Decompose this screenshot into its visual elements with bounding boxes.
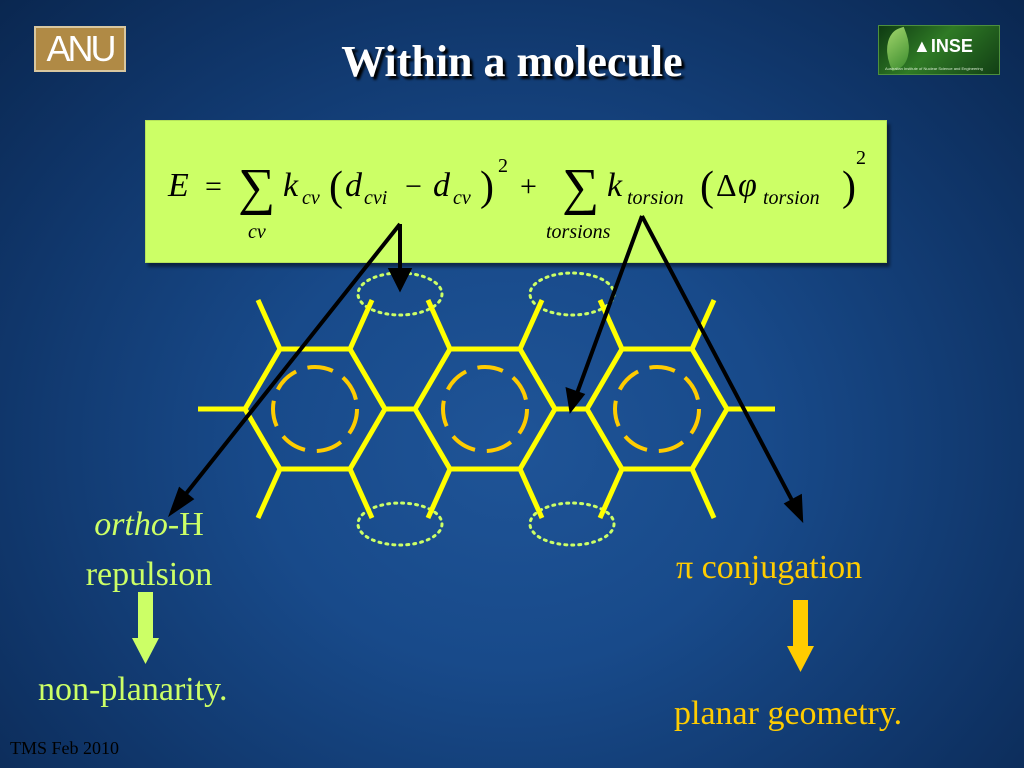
slide-title: Within a molecule xyxy=(341,37,683,86)
h-ellipse xyxy=(356,271,444,317)
eq-sum-cv: ∑ xyxy=(238,159,275,216)
non-planarity-label: non-planarity. xyxy=(38,671,228,708)
aromatic-circle xyxy=(441,365,529,453)
bond-h xyxy=(689,467,717,520)
bond-h xyxy=(597,298,625,351)
bond-h xyxy=(347,467,375,520)
h-ellipse xyxy=(356,501,444,547)
bond-h xyxy=(347,298,375,351)
eq-minus: − xyxy=(405,170,422,203)
orange-arrow-head xyxy=(787,646,814,672)
ainse-tagline: Australian Institute of Nuclear Science … xyxy=(885,66,983,71)
bond-h xyxy=(255,298,283,351)
eq-open-paren-2: ( xyxy=(700,164,714,210)
pointer-arrows xyxy=(167,215,804,524)
orange-arrow-shaft xyxy=(793,600,808,646)
equation: E = ∑ cv k cv ( d cvi − d cv ) 2 + ∑ tor… xyxy=(167,147,866,243)
aromatic-rings xyxy=(271,365,701,453)
eq-k-torsion-sub: torsion xyxy=(627,187,684,209)
aromatic-circle xyxy=(271,365,359,453)
ainse-logo: ▲INSE Australian Institute of Nuclear Sc… xyxy=(878,25,1000,75)
eq-phi-sub: torsion xyxy=(763,187,820,209)
consequence-arrows xyxy=(132,592,814,672)
eq-exponent-1: 2 xyxy=(498,155,508,177)
eq-sum-torsions: ∑ xyxy=(562,159,599,216)
eq-d-cv-sub: cv xyxy=(453,187,471,209)
footer-text: TMS Feb 2010 xyxy=(10,738,120,758)
eq-phi: φ xyxy=(738,167,757,204)
bond-h xyxy=(597,467,625,520)
ainse-logo-text: ▲INSE xyxy=(913,36,973,56)
arrow-head xyxy=(387,268,413,293)
green-arrow-shaft xyxy=(138,592,153,638)
arrow-ortho-line xyxy=(179,222,402,502)
eq-d-cvi: d xyxy=(345,167,363,204)
bond-h xyxy=(517,298,545,351)
arrow-head xyxy=(783,493,804,524)
eq-k-cv: k xyxy=(283,167,299,204)
eq-delta: Δ xyxy=(716,167,737,203)
eq-sum-cv-index: cv xyxy=(248,221,266,243)
bond-h xyxy=(425,467,453,520)
bond-h xyxy=(255,467,283,520)
eq-equals: = xyxy=(205,170,222,203)
eq-d-cv: d xyxy=(433,167,451,204)
ortho-rest: -H xyxy=(167,506,204,543)
eq-open-paren-1: ( xyxy=(329,164,343,210)
aromatic-circle xyxy=(613,365,701,453)
ortho-italic: ortho xyxy=(94,506,168,543)
h-ellipse xyxy=(528,501,616,547)
arrow-head xyxy=(167,486,195,518)
eq-close-paren-2: ) xyxy=(842,164,856,210)
arrow-bond-line xyxy=(574,215,644,397)
eq-close-paren-1: ) xyxy=(480,164,494,210)
arrow-pi-line xyxy=(640,215,797,507)
pi-conjugation-label: π conjugation xyxy=(676,549,863,586)
bond-h xyxy=(689,298,717,351)
repulsion-label: repulsion xyxy=(85,556,213,593)
bond-h xyxy=(517,467,545,520)
eq-plus: + xyxy=(520,170,537,203)
equation-box xyxy=(145,120,887,263)
a-triangle-icon: ▲ xyxy=(913,36,931,56)
arrow-head xyxy=(565,386,586,414)
eq-k-cv-sub: cv xyxy=(302,187,320,209)
planar-geometry-label: planar geometry. xyxy=(674,695,903,732)
bonds xyxy=(198,298,775,520)
eq-energy: E xyxy=(167,167,189,204)
bond-h xyxy=(425,298,453,351)
eq-exponent-2: 2 xyxy=(856,147,866,169)
eq-sum-torsions-index: torsions xyxy=(546,221,611,243)
eq-k-torsion: k xyxy=(607,167,623,204)
ortho-h-label: ortho-H xyxy=(74,505,224,545)
green-arrow-head xyxy=(132,638,159,664)
anu-logo: ANU xyxy=(34,26,126,72)
eq-d-cvi-sub: cvi xyxy=(364,187,387,209)
